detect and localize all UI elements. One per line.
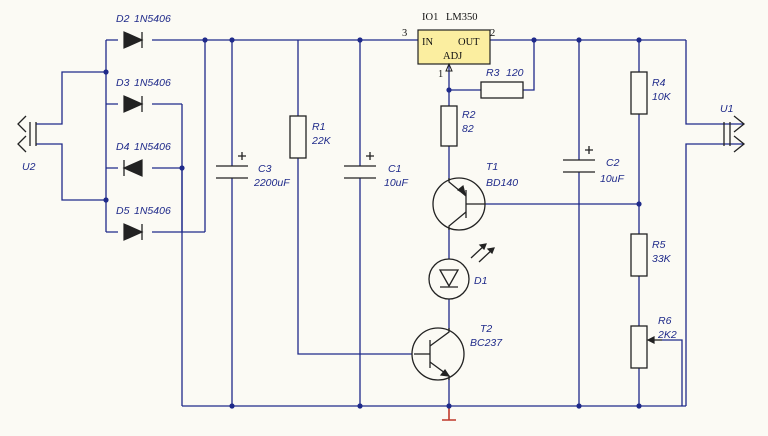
ic-pin-adj: ADJ <box>443 51 462 62</box>
led-d1-ref: D1 <box>474 275 487 287</box>
resistor-r2: R2 82 <box>440 105 476 147</box>
ic-ref: IO1 <box>422 12 438 23</box>
transistor-t1-part: BD140 <box>486 177 518 189</box>
led-d1: D1 <box>428 243 495 300</box>
regulator-ic: IN OUT ADJ IO1 LM350 3 2 1 <box>402 12 495 80</box>
resistor-r1-value: 22K <box>311 135 332 147</box>
ic-pin-in: IN <box>422 37 433 48</box>
resistor-r5: R5 33K <box>630 233 672 277</box>
capacitor-c3-ref: C3 <box>258 163 272 175</box>
junction-dots <box>103 37 642 409</box>
diode-d3: D3 1N5406 <box>116 77 171 113</box>
diode-d3-ref: D3 <box>116 77 130 89</box>
resistor-r2-value: 82 <box>462 123 474 135</box>
resistor-r5-value: 33K <box>652 253 672 265</box>
resistor-r1: R1 22K <box>289 115 332 159</box>
ic-pin2-number: 2 <box>490 28 495 39</box>
capacitor-c3: C3 2200uF <box>214 152 290 189</box>
resistor-r3-value: 120 <box>506 67 524 79</box>
diode-d2: D2 1N5406 <box>116 13 171 49</box>
ic-pin1-number: 1 <box>438 69 443 80</box>
capacitor-c2-ref: C2 <box>606 157 620 169</box>
diode-d3-part: 1N5406 <box>134 77 171 89</box>
connector-u1-label: U1 <box>720 103 733 115</box>
resistor-r3-ref: R3 <box>486 67 500 79</box>
capacitor-c1-value: 10uF <box>384 177 409 189</box>
potentiometer-r6: R6 2K2 <box>630 315 677 369</box>
resistor-r4-value: 10K <box>652 91 672 103</box>
resistor-r4-ref: R4 <box>652 77 666 89</box>
diode-d2-part: 1N5406 <box>134 13 171 25</box>
transistor-t2-ref: T2 <box>480 323 492 335</box>
capacitor-c3-value: 2200uF <box>253 177 290 189</box>
ic-part: LM350 <box>446 12 478 23</box>
connector-u1: U1 <box>720 103 746 153</box>
transistor-t1-ref: T1 <box>486 161 498 173</box>
capacitor-c2-value: 10uF <box>600 173 625 185</box>
connector-u2-label: U2 <box>22 161 36 173</box>
potentiometer-r6-ref: R6 <box>658 315 672 327</box>
diode-d2-ref: D2 <box>116 13 130 25</box>
diode-d5-part: 1N5406 <box>134 205 171 217</box>
potentiometer-r6-value: 2K2 <box>657 329 677 341</box>
ic-pin3-number: 3 <box>402 28 407 39</box>
resistor-r2-ref: R2 <box>462 109 476 121</box>
connector-u2: U2 <box>17 115 37 173</box>
capacitor-c1-ref: C1 <box>388 163 401 175</box>
ic-pin-out: OUT <box>458 37 480 48</box>
diode-d4-part: 1N5406 <box>134 141 171 153</box>
diode-d4: D4 1N5406 <box>116 141 171 177</box>
resistor-r3: R3 120 <box>480 67 524 99</box>
diode-d5-ref: D5 <box>116 205 130 217</box>
resistor-r5-ref: R5 <box>652 239 666 251</box>
transistor-t2: T2 BC237 <box>411 323 503 381</box>
capacitor-c2: C2 10uF <box>561 146 625 185</box>
resistor-r4: R4 10K <box>630 71 672 115</box>
diode-d5: D5 1N5406 <box>116 205 171 241</box>
resistor-r1-ref: R1 <box>312 121 325 133</box>
diode-d4-ref: D4 <box>116 141 130 153</box>
transistor-t1: T1 BD140 <box>432 161 518 231</box>
transistor-t2-part: BC237 <box>470 337 503 349</box>
capacitor-c1: C1 10uF <box>342 152 409 189</box>
